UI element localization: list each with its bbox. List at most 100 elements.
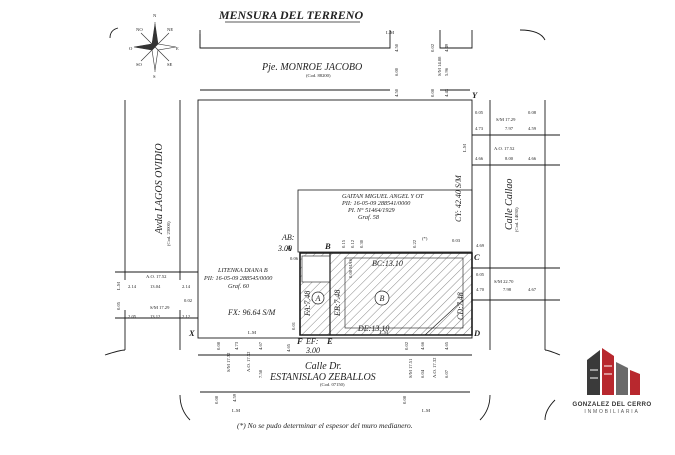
m-ao1732-s: A.O. 17.32	[246, 351, 251, 372]
m-470: 4.70	[476, 287, 485, 292]
segment-fa-label: FA:7.48	[303, 291, 312, 317]
owner-litenka-name: LITENKA DIANA B	[217, 267, 268, 274]
m-ao1732-s2: A.O. 17.32	[432, 357, 437, 378]
street-north-code: (Cod. 88200)	[306, 73, 331, 78]
m-002-top: 0.02	[430, 43, 435, 52]
m-473-e: 4.73	[475, 126, 484, 131]
owner-gaitan-name: GAITAN MIGUEL ANGEL Y OT	[342, 193, 424, 200]
segment-fx-label: FX: 96.64 S/M	[227, 308, 277, 317]
m-467-s: 4.67	[258, 341, 263, 350]
lm-south-2: L.M	[380, 330, 388, 335]
m-012: 0.12	[350, 239, 355, 248]
m-205: 2.05	[128, 314, 137, 319]
footnote: (*) No se pudo determinar el espesor del…	[237, 421, 413, 430]
owner-litenka-graf: Graf. 60	[228, 283, 250, 290]
owner-litenka-pii: PII: 16-05-09 288545/0000	[203, 275, 273, 282]
plan-title: MENSURA DEL TERRENO	[218, 8, 364, 22]
m-005-c: 0.05	[476, 272, 485, 277]
lot-b-marker	[374, 290, 390, 306]
compass-south: S	[153, 74, 156, 79]
m-008-top: 0.08	[430, 88, 435, 97]
compass-nw: NO	[136, 27, 143, 32]
segment-ab-label: AB:	[281, 233, 295, 242]
measurements: L.M 4.50 6.00 4.50 0.02 S/M 14.88 4.49 5…	[116, 30, 537, 413]
m-001: 0.01	[291, 321, 296, 330]
point-a: A	[285, 243, 292, 253]
point-x: X	[188, 328, 195, 338]
m-466-e1: 4.66	[475, 156, 484, 161]
m-006: 0.06	[290, 256, 299, 261]
street-east-name: Calle Callao	[504, 179, 515, 230]
compass-se: SE	[167, 62, 173, 67]
point-f: F	[296, 336, 303, 346]
segment-cy-label: CY: 42.40 S/M	[454, 174, 463, 222]
segment-de-label: DE:13.10	[357, 324, 389, 333]
m-ast: (*)	[422, 236, 428, 241]
lot-b-label: B	[380, 294, 385, 303]
lm-south-1: L.M	[248, 330, 256, 335]
compass-ne: NE	[167, 27, 173, 32]
lm-south-4: L.M	[422, 408, 430, 413]
segment-bc-label: BC:13.10	[372, 259, 403, 268]
m-003: 0.03	[452, 238, 461, 243]
m-008-s1: 0.08	[216, 341, 221, 350]
m-449: 4.49	[444, 43, 449, 52]
compass-sw: SO	[136, 62, 143, 67]
m-212: 2.12	[182, 314, 191, 319]
brand-logo	[587, 348, 640, 395]
owner-litenka-block: LITENKA DIANA B PII: 16-05-09 288545/000…	[203, 267, 273, 290]
m-450-top: 4.50	[394, 43, 399, 52]
segment-eb-label: EB:7.48	[333, 290, 342, 317]
m-sm1729-w: S/M 17.29	[150, 305, 170, 310]
m-002-s: 0.02	[404, 341, 409, 350]
m-800: 8.00	[505, 156, 514, 161]
m-sm1732-s: S/M 17.32	[226, 352, 231, 372]
m-022: 0.22	[412, 239, 417, 248]
street-east-code: (Cod. 14030)	[514, 207, 519, 232]
m-465-s1: 4.65	[286, 343, 291, 352]
point-y: Y	[472, 90, 478, 100]
lm-top: L.M	[386, 30, 394, 35]
m-ao1752-e: A.O. 17.52	[494, 146, 515, 151]
owner-gaitan-pi: PI. N° 51464/1929	[347, 207, 395, 214]
point-e: E	[326, 336, 333, 346]
m-sm1751: S/M 17.51	[408, 358, 413, 378]
m-459-s: 4.59	[232, 393, 237, 402]
m-607: 6.07	[444, 369, 449, 378]
m-465-s2: 4.65	[444, 341, 449, 350]
m-758: 7.58	[258, 369, 263, 378]
m-030: 0.30	[359, 239, 364, 248]
brand-name: GONZALEZ DEL CERRO	[572, 401, 651, 408]
segment-ab-value: 3.00	[277, 244, 292, 253]
m-1304: 13.04	[150, 284, 161, 289]
lot-a-marker	[311, 291, 325, 305]
segment-cd-label: CD:7.48	[456, 292, 465, 320]
m-459: 4.59	[528, 126, 537, 131]
point-d: D	[473, 328, 480, 338]
point-b: B	[324, 241, 331, 251]
owner-gaitan-block: GAITAN MIGUEL ANGEL Y OT PII: 16-05-09 2…	[341, 193, 424, 221]
m-008-s3: 0.08	[402, 395, 407, 404]
m-008-e: 0.08	[528, 110, 537, 115]
m-008-s2: 0.08	[214, 395, 219, 404]
lm-east: L.M	[462, 144, 467, 152]
m-604: 6.04	[420, 369, 425, 378]
m-214-b: 2.14	[182, 284, 191, 289]
street-south-code: (Cod. 07150)	[320, 382, 345, 387]
compass-west: O	[129, 46, 133, 51]
m-466-s: 4.66	[420, 341, 425, 350]
owner-gaitan-graf: Graf. 58	[358, 214, 380, 221]
m-015: 0.15	[341, 239, 346, 248]
lm-south-3: L.M	[232, 408, 240, 413]
m-notas: 0.08 MAS	[348, 258, 353, 278]
m-596: 5.96	[444, 67, 449, 76]
m-467-e: 4.67	[528, 287, 537, 292]
street-north-name: Pje. MONROE JACOBO	[261, 62, 362, 73]
owner-gaitan-pii: PII: 16-05-09 288541/0000	[341, 200, 411, 207]
m-443: 4.43	[444, 88, 449, 97]
point-c: C	[474, 252, 480, 262]
compass-north: N	[153, 13, 157, 18]
m-797: 7.97	[505, 126, 514, 131]
street-south-name1: Calle Dr.	[305, 361, 342, 372]
